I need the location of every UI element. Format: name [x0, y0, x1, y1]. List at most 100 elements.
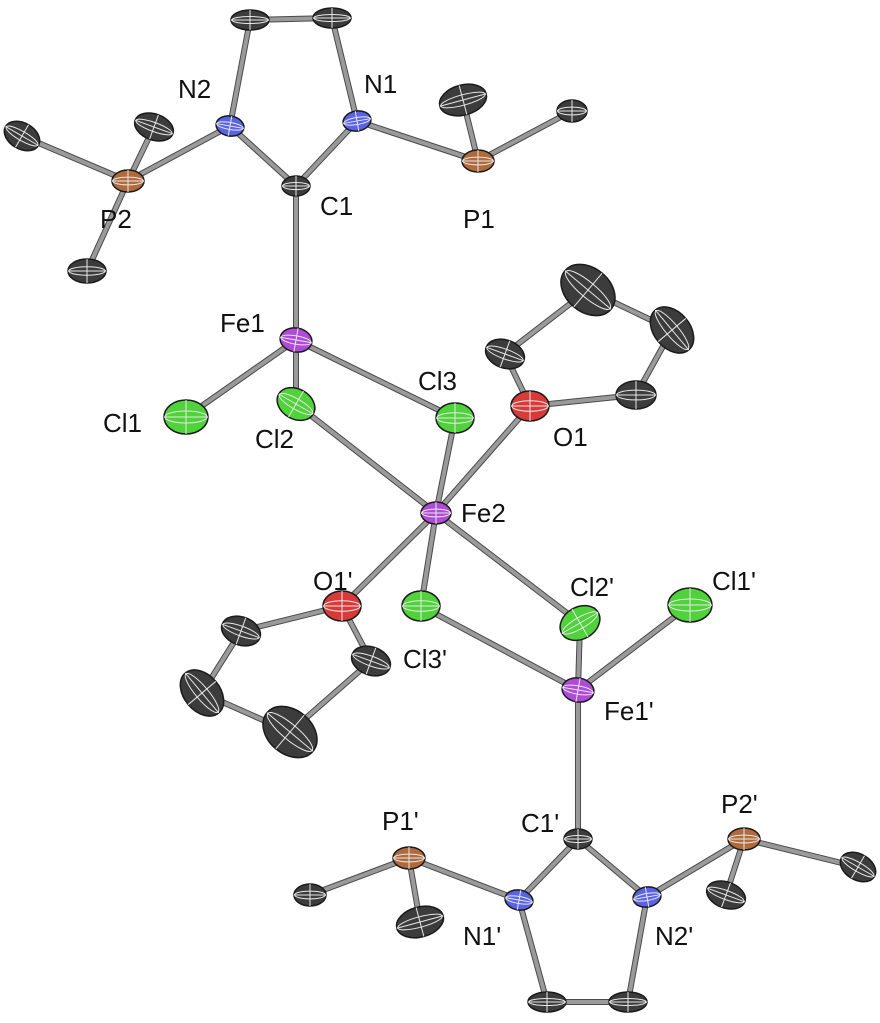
atom-axis [668, 598, 712, 612]
atom-N1 [342, 110, 372, 132]
bond-C1p-N2p [576, 837, 649, 899]
atom-O1p [322, 590, 362, 622]
atom-Cl2 [276, 386, 316, 422]
atom-axis [462, 156, 494, 166]
atom-axis [728, 834, 760, 844]
bond-N1-P1 [355, 119, 480, 163]
atom-C-p1-methyl-a [438, 83, 488, 117]
atom-axis [135, 118, 173, 136]
atom-axis [149, 114, 159, 140]
atom-C1p [563, 828, 593, 850]
atom-axis [721, 882, 731, 908]
label-P2-prime: P2' [721, 789, 758, 819]
atom-axis [571, 608, 589, 638]
atom-axis [294, 890, 326, 900]
atom-axis [164, 410, 208, 424]
atom-axis [633, 892, 661, 902]
atom-axis [415, 907, 425, 937]
bond-Cl2-Fe2 [294, 402, 438, 515]
atom-C-thf2-a [220, 615, 262, 647]
atom-C-thf2-c [262, 705, 318, 759]
label-Cl1-prime: Cl1' [712, 566, 756, 596]
atom-axis [511, 400, 549, 412]
atom-axis [313, 14, 351, 22]
atom-C-p2p-methyl-a [705, 880, 747, 910]
atom-axis [343, 116, 371, 126]
atom-axis [421, 508, 451, 518]
bond-Cl3-Fe2 [434, 416, 457, 515]
atom-P1 [461, 149, 495, 173]
bond-Fe1-Cl1 [184, 338, 298, 419]
atom-axis [436, 412, 474, 424]
atom-C-thf1-c [649, 306, 695, 354]
atom-Cl1p [667, 587, 713, 623]
atom-C-ring-top-right [312, 7, 352, 29]
atom-axis [505, 895, 533, 905]
bond-Fe2-O1p [340, 511, 438, 608]
label-N2-prime: N2' [655, 921, 693, 951]
atom-C-p2-methyl-c [67, 258, 107, 284]
label-C1-prime: C1' [521, 808, 559, 838]
label-Cl1: Cl1 [103, 408, 142, 438]
label-N1-prime: N1' [463, 921, 501, 951]
atom-axis [282, 182, 310, 190]
atom-Cl3 [435, 402, 475, 434]
bond-N2p-P2p [645, 837, 746, 899]
labels-layer: N2 N1 C1 P2 P1 Fe1 Cl3 Cl1 Cl2 O1 Fe2 O1… [100, 69, 758, 951]
atom-C-ring-bottom-left [527, 991, 567, 1013]
atom-C-p2p-methyl-b [839, 851, 877, 883]
atom-C1 [281, 175, 311, 197]
atom-axis [557, 106, 587, 116]
atom-C-p2-methyl-b [133, 112, 175, 142]
atom-axis [288, 390, 304, 418]
atom-axis [112, 176, 144, 186]
label-P2: P2 [100, 204, 132, 234]
atom-axis [657, 318, 687, 342]
atom-axis [654, 309, 690, 351]
atom-axis [354, 111, 360, 131]
atom-axis [644, 887, 650, 907]
atom-axis [609, 998, 647, 1006]
atom-Fe1p [561, 677, 595, 703]
atom-axis [707, 886, 745, 904]
bond-P1p-C-p1p-methyl-a [308, 856, 411, 897]
atom-axis [280, 334, 312, 346]
atom-O1 [510, 390, 550, 422]
atom-axis [528, 998, 566, 1006]
bond-P2-C-p2-methyl-c [85, 179, 130, 273]
bond-N1p-P1p [407, 856, 521, 902]
atom-C-p1p-methyl-a [293, 883, 327, 907]
bond-Fe2-O1 [434, 404, 532, 515]
atom-Cl3p [401, 590, 441, 622]
bond-N1-C1 [294, 119, 359, 188]
atom-C-thf2-b [179, 669, 225, 717]
label-Fe2: Fe2 [461, 498, 506, 528]
atoms-layer [3, 7, 877, 1013]
atom-axis [499, 340, 511, 368]
label-N1: N1 [364, 69, 397, 99]
atom-axis [184, 672, 220, 714]
label-P1-prime: P1' [382, 806, 419, 836]
atom-Cl2p [559, 604, 601, 642]
atom-axis [235, 617, 247, 645]
atom-axis [266, 712, 314, 752]
atom-axis [216, 121, 244, 131]
atom-axis [393, 853, 425, 863]
bond-P1-C-p1-methyl-b [476, 109, 574, 163]
atom-C-thf2-d [350, 645, 392, 677]
atom-C-thf1-d [615, 380, 657, 410]
atom-C-thf1-a [484, 338, 526, 370]
bond-C-ring-top-right-N1 [330, 16, 359, 123]
atom-C-p1p-methyl-b [395, 905, 445, 939]
atom-C-ring-top-left [230, 9, 270, 31]
atom-axis [68, 266, 106, 276]
bond-C1p-N1p [517, 837, 580, 902]
atom-axis [458, 85, 468, 115]
bond-N2-C1 [228, 124, 298, 188]
atom-axis [564, 270, 612, 310]
atom-axis [573, 272, 603, 308]
atom-axis [402, 600, 440, 612]
atom-axis [562, 684, 594, 696]
bond-P2p-C-p2p-methyl-b [742, 837, 860, 869]
